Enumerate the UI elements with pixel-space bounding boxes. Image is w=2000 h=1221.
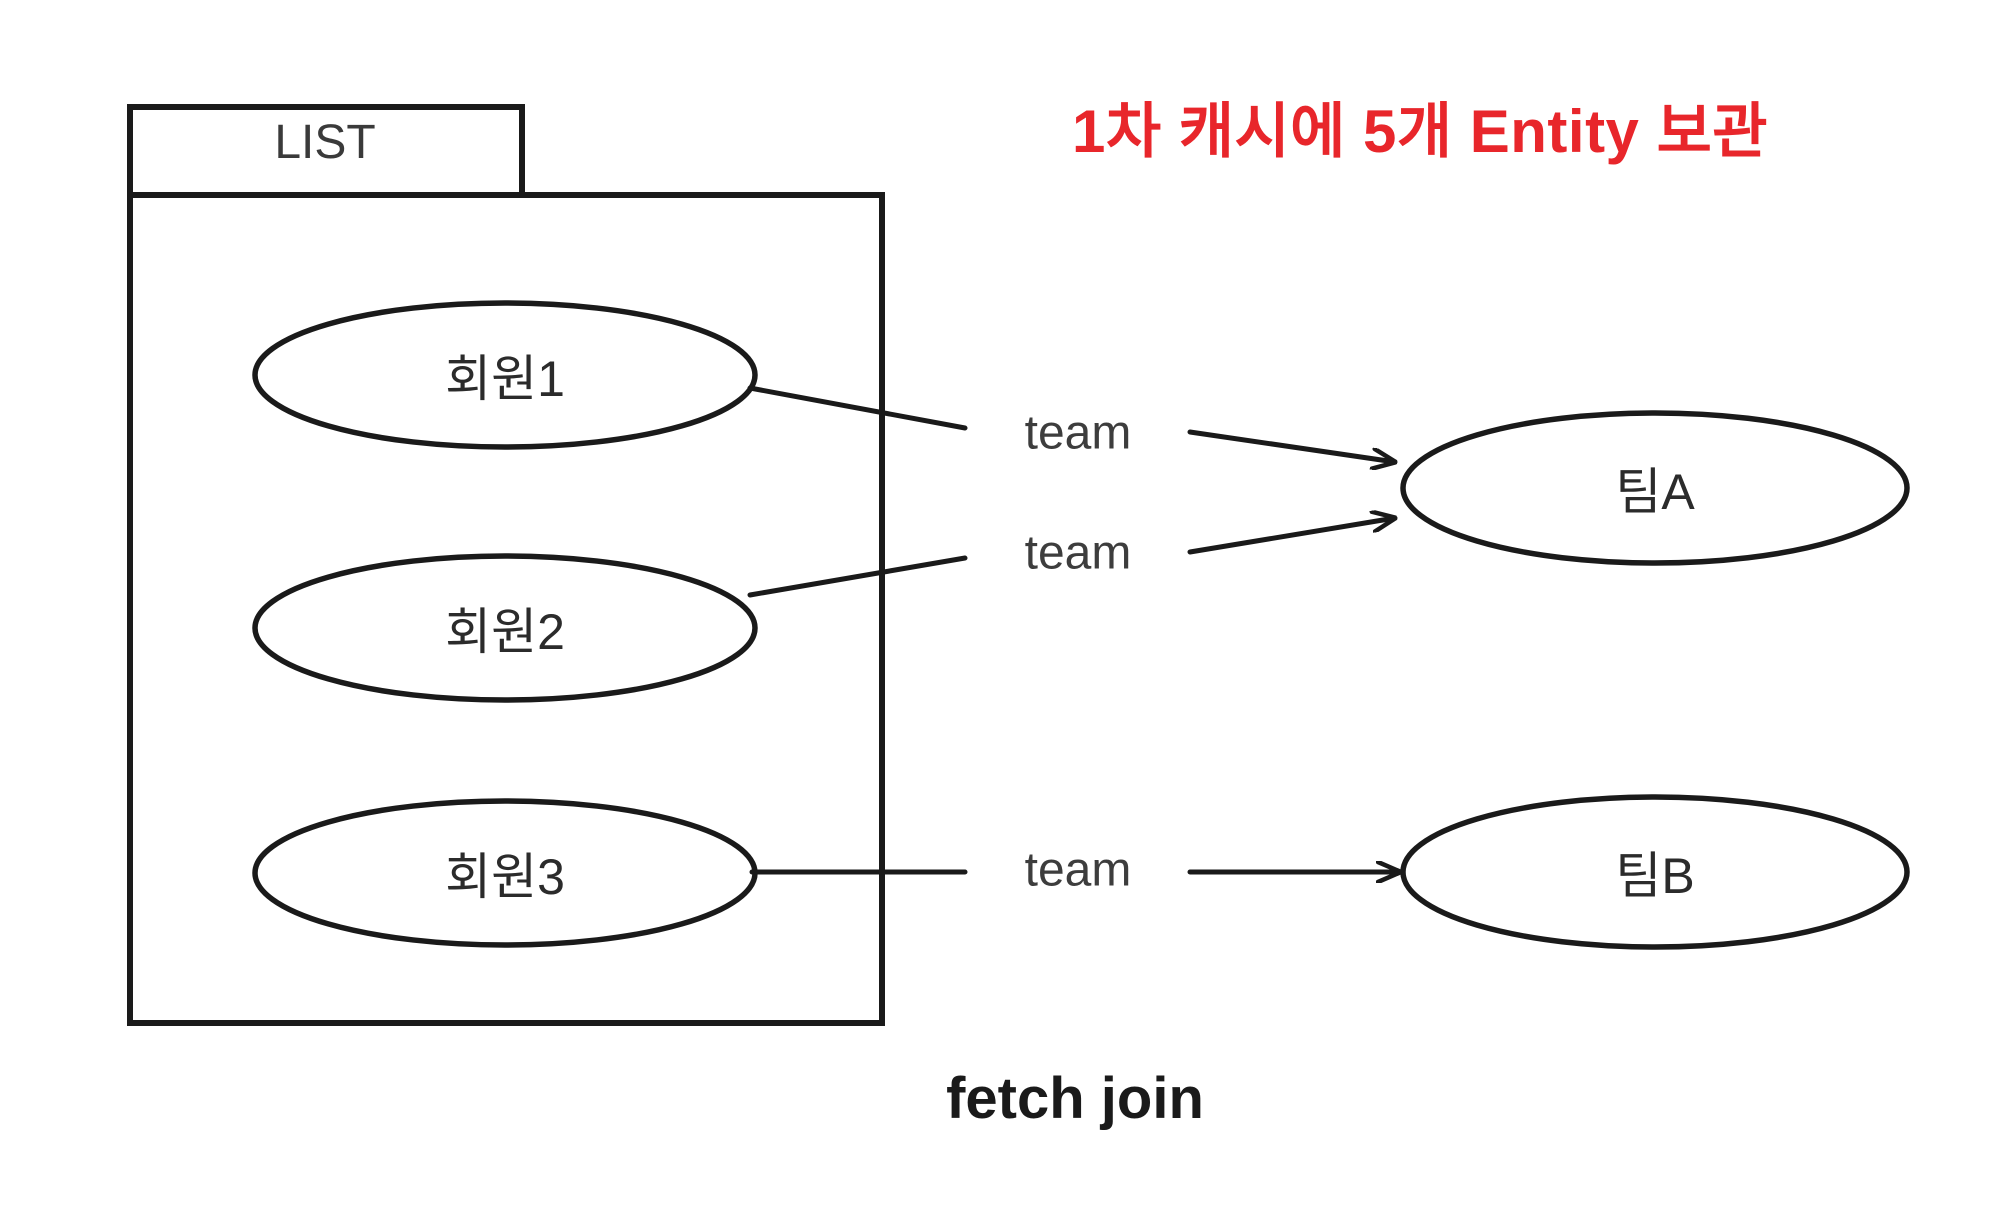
edge-label-team-2: team xyxy=(1024,526,1132,580)
member-label-1: 회원1 xyxy=(445,351,565,407)
edge-label-to-teamA-upper xyxy=(1187,429,1395,462)
list-tab-label: LIST xyxy=(274,116,376,169)
edge-member1-to-label xyxy=(747,385,968,431)
edge-member2-to-label xyxy=(747,555,968,598)
edge-label-team-3: team xyxy=(1024,843,1132,897)
member-ellipse-1 xyxy=(252,300,758,450)
team-ellipse-a xyxy=(1400,410,1910,566)
team-label-b: 팀B xyxy=(1615,848,1695,904)
member-label-2: 회원2 xyxy=(445,604,565,660)
diagram-caption: fetch join xyxy=(946,1066,1204,1131)
edge-label-to-teamA-lower xyxy=(1187,518,1395,555)
team-ellipse-b xyxy=(1400,794,1910,950)
member-ellipse-2 xyxy=(252,553,758,703)
member-label-3: 회원3 xyxy=(445,849,565,905)
edge-label-team-1: team xyxy=(1024,406,1132,460)
team-label-a: 팀A xyxy=(1615,464,1695,520)
cache-note-text: 1차 캐시에 5개 Entity 보관 xyxy=(1072,98,1768,165)
